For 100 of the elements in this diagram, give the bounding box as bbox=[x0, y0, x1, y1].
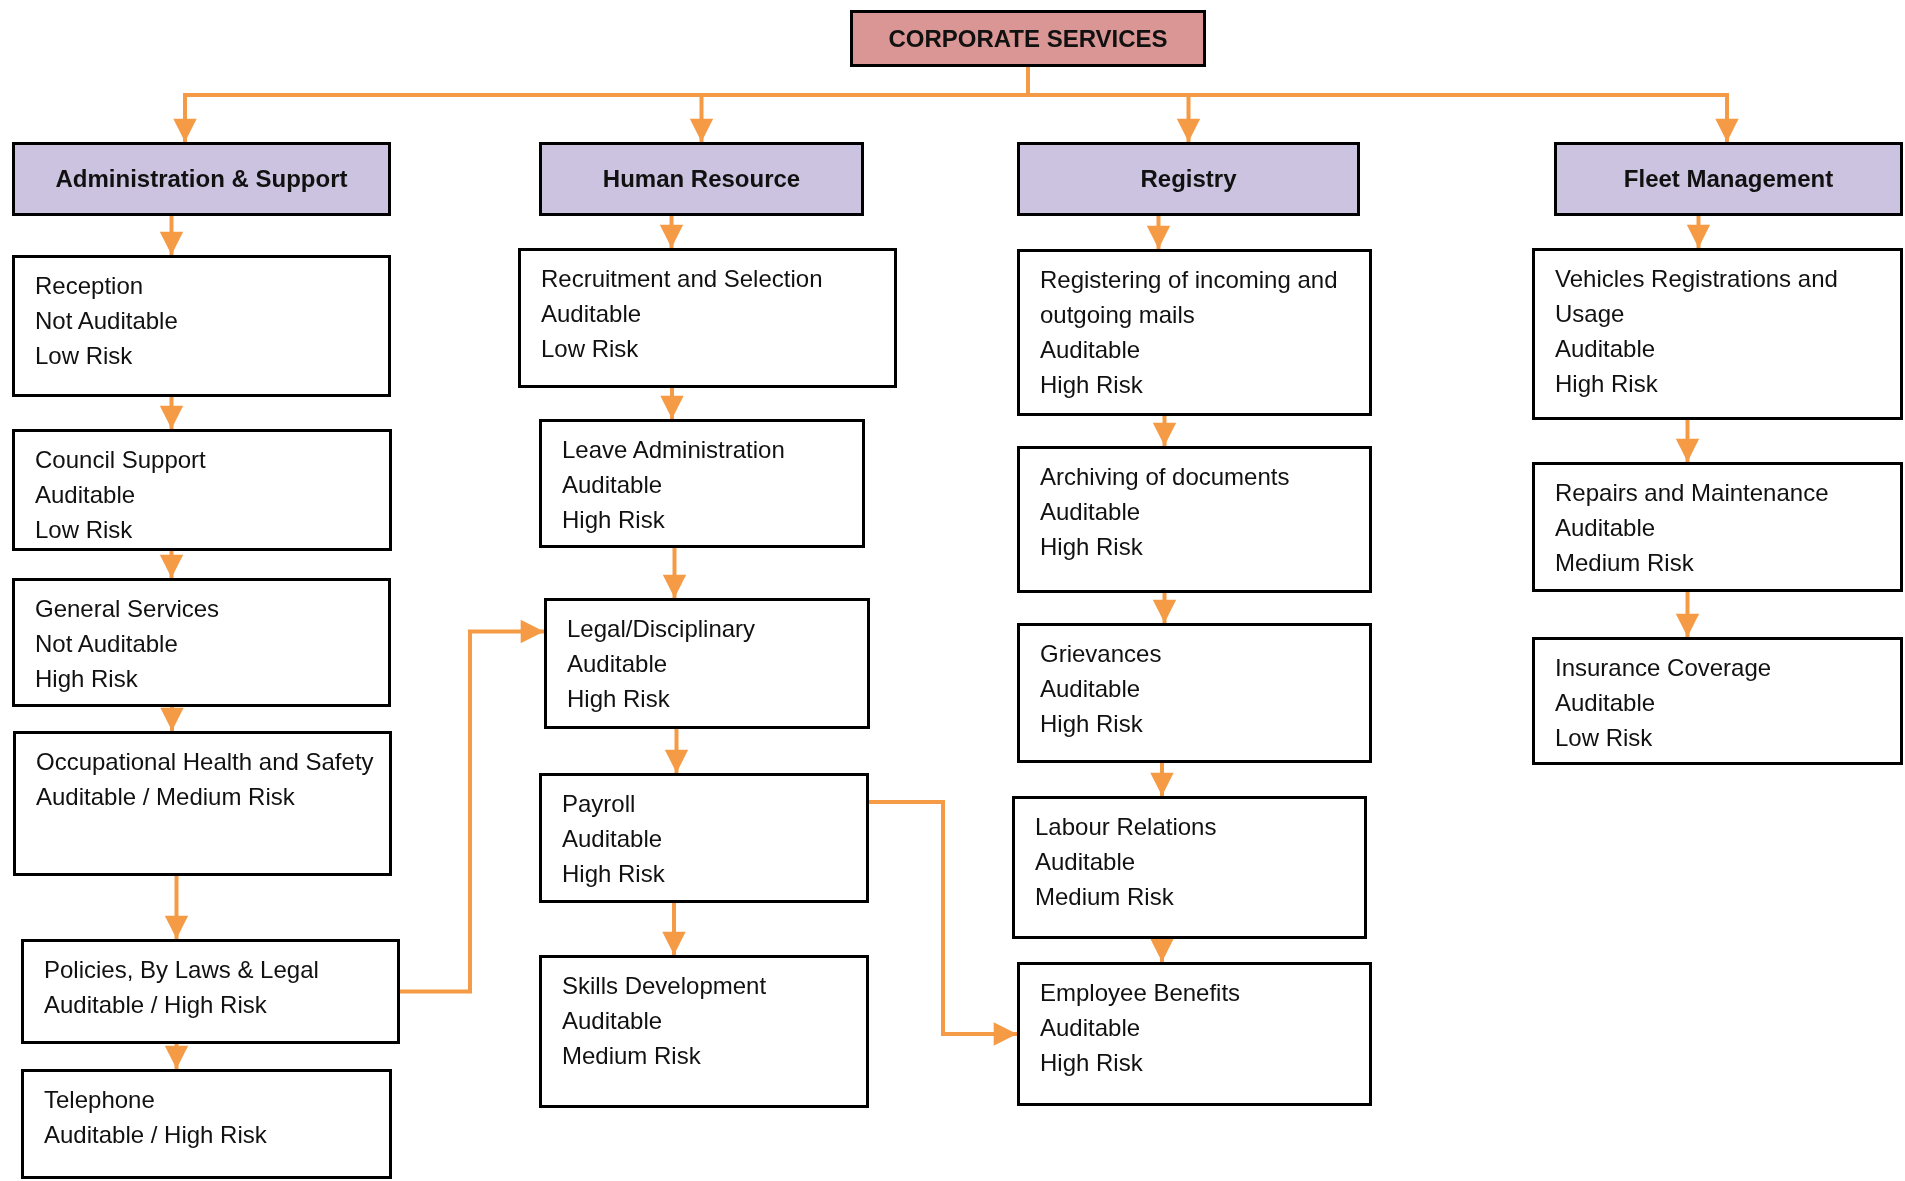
box-text: Auditable bbox=[562, 470, 664, 500]
box-text: Auditable / High Risk bbox=[44, 990, 268, 1020]
box-text: Auditable bbox=[1040, 1013, 1142, 1043]
box-text: Low Risk bbox=[1555, 723, 1654, 753]
box-text: Policies, By Laws & Legal bbox=[44, 955, 320, 985]
box-text: Skills Development bbox=[562, 971, 768, 1001]
department-box bbox=[539, 142, 864, 216]
box-text: Low Risk bbox=[35, 341, 134, 371]
box-text: High Risk bbox=[35, 664, 139, 694]
function-box bbox=[12, 429, 392, 551]
box-text: High Risk bbox=[1040, 370, 1144, 400]
box-text: High Risk bbox=[562, 859, 666, 889]
box-text: Auditable bbox=[1035, 847, 1137, 877]
function-box bbox=[12, 578, 391, 707]
function-box bbox=[544, 598, 870, 729]
box-text: Leave Administration bbox=[562, 435, 786, 465]
function-box bbox=[539, 419, 865, 548]
arrow bbox=[662, 548, 687, 598]
box-text: Medium Risk bbox=[562, 1041, 702, 1071]
box-text: Grievances bbox=[1040, 639, 1163, 669]
arrow bbox=[1152, 593, 1177, 623]
function-box bbox=[1532, 248, 1903, 420]
arrow bbox=[1152, 416, 1177, 446]
box-text: Not Auditable bbox=[35, 306, 179, 336]
box-text: Auditable bbox=[1040, 335, 1142, 365]
function-box bbox=[13, 731, 392, 876]
box-text: Auditable bbox=[1555, 513, 1657, 543]
function-box bbox=[1012, 796, 1367, 939]
arrow bbox=[159, 551, 184, 578]
function-box bbox=[539, 955, 869, 1108]
arrow bbox=[1150, 938, 1174, 962]
box-text: Vehicles Registrations and Usage bbox=[1555, 264, 1839, 329]
arrow bbox=[1146, 216, 1171, 249]
arrow bbox=[1686, 216, 1711, 248]
box-text: High Risk bbox=[562, 505, 666, 535]
box-text: Auditable / Medium Risk bbox=[36, 782, 296, 812]
box-text: Repairs and Maintenance bbox=[1555, 478, 1830, 508]
box-text: Employee Benefits bbox=[1040, 978, 1242, 1008]
box-text: Labour Relations bbox=[1035, 812, 1218, 842]
function-box bbox=[1017, 962, 1372, 1106]
function-box bbox=[1017, 446, 1372, 593]
box-text: Auditable bbox=[562, 1006, 664, 1036]
function-box bbox=[1532, 462, 1903, 592]
box-text: Auditable bbox=[567, 649, 669, 679]
function-box bbox=[1017, 623, 1372, 763]
box-text: Administration & Support bbox=[55, 165, 348, 193]
arrow bbox=[159, 397, 184, 429]
box-text: Auditable bbox=[35, 480, 137, 510]
organization-box bbox=[850, 10, 1206, 67]
box-text: Telephone bbox=[44, 1085, 156, 1115]
arrow bbox=[662, 903, 686, 955]
arrow bbox=[159, 216, 184, 255]
box-text: High Risk bbox=[1040, 709, 1144, 739]
arrow bbox=[1150, 763, 1174, 796]
box-text: Auditable bbox=[1040, 674, 1142, 704]
box-text: Archiving of documents bbox=[1040, 462, 1291, 492]
arrow bbox=[164, 1044, 189, 1069]
box-text: Medium Risk bbox=[1035, 882, 1175, 912]
box-text: Low Risk bbox=[35, 515, 134, 545]
box-text: Auditable bbox=[1555, 334, 1657, 364]
box-text: Occupational Health and Safety bbox=[36, 747, 375, 777]
box-text: Recruitment and Selection bbox=[541, 264, 824, 294]
function-box bbox=[21, 939, 400, 1044]
box-text: General Services bbox=[35, 594, 221, 624]
arrow bbox=[1675, 592, 1700, 637]
box-text: Payroll bbox=[562, 789, 637, 819]
function-box bbox=[539, 773, 869, 903]
box-text: Auditable bbox=[1040, 497, 1142, 527]
arrow bbox=[660, 388, 684, 419]
arrow bbox=[664, 729, 689, 773]
department-box bbox=[1554, 142, 1903, 216]
box-text: Insurance Coverage bbox=[1555, 653, 1773, 683]
box-text: Medium Risk bbox=[1555, 548, 1695, 578]
function-box bbox=[1532, 637, 1903, 765]
function-box bbox=[21, 1069, 392, 1179]
arrow bbox=[160, 707, 184, 731]
department-box bbox=[12, 142, 391, 216]
arrow bbox=[869, 800, 1017, 1046]
function-box bbox=[1017, 249, 1372, 416]
arrow bbox=[400, 619, 544, 994]
box-text: Low Risk bbox=[541, 334, 640, 364]
box-text: Auditable / High Risk bbox=[44, 1120, 268, 1150]
box-text: Not Auditable bbox=[35, 629, 179, 659]
box-text: Auditable bbox=[1555, 688, 1657, 718]
box-text: Human Resource bbox=[602, 165, 801, 193]
box-text: High Risk bbox=[1040, 532, 1144, 562]
function-box bbox=[518, 248, 897, 388]
box-text: High Risk bbox=[567, 684, 671, 714]
box-text: Auditable bbox=[562, 824, 664, 854]
box-text: High Risk bbox=[1555, 369, 1659, 399]
arrow bbox=[659, 216, 684, 248]
box-text: High Risk bbox=[1040, 1048, 1144, 1078]
arrow bbox=[164, 876, 189, 939]
box-text: Reception bbox=[35, 271, 145, 301]
function-box bbox=[12, 255, 391, 397]
box-text: CORPORATE SERVICES bbox=[888, 24, 1168, 53]
box-text: Legal/Disciplinary bbox=[567, 614, 757, 644]
department-box bbox=[1017, 142, 1360, 216]
box-text: Council Support bbox=[35, 445, 207, 475]
box-text: Auditable bbox=[541, 299, 643, 329]
